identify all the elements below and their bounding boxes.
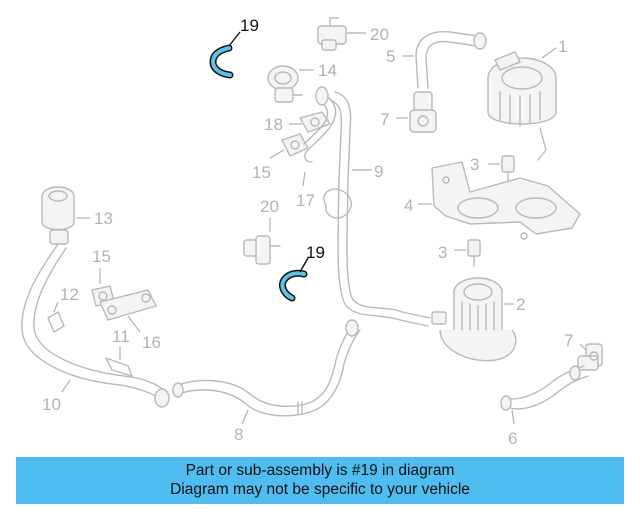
leader-1	[541, 47, 557, 59]
callout-1: 1	[558, 37, 567, 56]
callout-3-top: 3	[470, 155, 479, 174]
part-20-valve-middle	[243, 235, 281, 265]
callout-2: 2	[516, 295, 525, 314]
callout-19-middle: 19	[306, 243, 325, 262]
callout-9: 9	[374, 162, 383, 181]
part-18-gasket	[299, 111, 331, 133]
leader-12	[53, 301, 59, 313]
callout-18: 18	[264, 115, 283, 134]
part-19-hose-middle[interactable]	[278, 269, 308, 302]
callout-8: 8	[234, 425, 243, 444]
part-5-hose	[415, 31, 487, 89]
part-7-connector-top	[409, 91, 437, 133]
callout-15-top: 15	[252, 163, 271, 182]
part-14-valve	[267, 65, 303, 103]
part-10-hose	[21, 243, 170, 408]
callout-17: 17	[296, 191, 315, 210]
callout-7-lower: 7	[564, 331, 573, 350]
leader-17	[302, 171, 306, 187]
callout-10: 10	[42, 395, 61, 414]
info-banner: Part or sub-assembly is #19 in diagram D…	[16, 457, 624, 504]
part-6-hose	[500, 365, 589, 411]
part-19-hose-top[interactable]	[209, 44, 234, 79]
part-4-bracket	[431, 161, 581, 240]
parts-diagram: 19 20 14 18 15 17 9	[21, 16, 603, 448]
part-11-bracket	[105, 357, 133, 377]
leader-8	[241, 409, 249, 425]
part-1-air-pump	[487, 51, 557, 161]
leader-19-middle	[299, 257, 309, 273]
callout-20-top: 20	[370, 25, 389, 44]
part-9-hose	[323, 91, 431, 327]
callout-12: 12	[60, 285, 79, 304]
part-15-gasket-top	[281, 133, 309, 157]
leader-19-top	[228, 31, 241, 47]
part-13-valve	[41, 186, 75, 245]
callout-7-top: 7	[380, 110, 389, 129]
callout-6: 6	[508, 429, 517, 448]
callout-16: 16	[142, 333, 161, 352]
callout-20-middle: 20	[260, 197, 279, 216]
part-3-valve-lower	[467, 239, 481, 267]
banner-line-1: Part or sub-assembly is #19 in diagram	[185, 462, 455, 479]
part-16-flange	[99, 289, 157, 321]
callout-5: 5	[386, 47, 395, 66]
part-17-pipe	[303, 86, 337, 163]
callout-13: 13	[94, 209, 113, 228]
leader-7-lower	[579, 343, 587, 351]
callout-15-lower: 15	[92, 247, 111, 266]
part-7-connector-lower	[577, 343, 603, 371]
callout-19-top: 19	[240, 16, 259, 35]
part-20-valve-top	[317, 17, 347, 51]
callout-14: 14	[318, 61, 337, 80]
part-3-valve-top	[501, 155, 515, 183]
part-12-clip	[47, 311, 65, 333]
part-2-air-pump	[431, 277, 517, 362]
callout-3-lower: 3	[438, 243, 447, 262]
callout-4: 4	[404, 196, 413, 215]
callout-11: 11	[112, 327, 130, 346]
leader-10	[61, 379, 71, 393]
part-8-hose	[172, 319, 361, 417]
banner-line-2: Diagram may not be specific to your vehi…	[170, 481, 470, 498]
leader-15-top	[269, 149, 285, 159]
leader-16	[127, 315, 141, 333]
leader-6	[511, 409, 515, 425]
